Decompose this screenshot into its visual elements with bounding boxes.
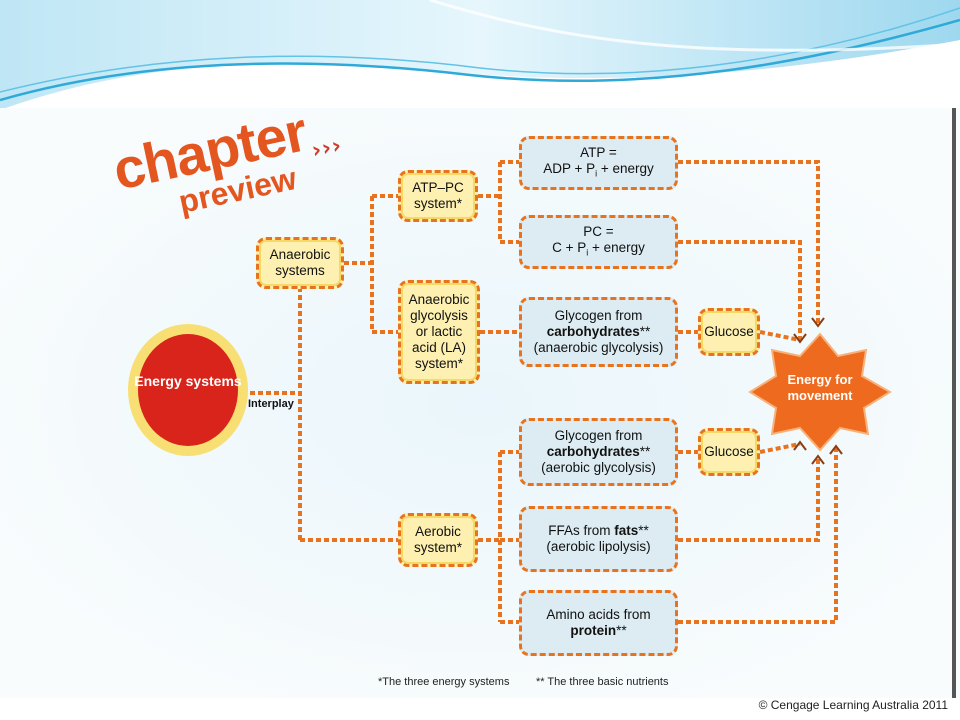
lactic-acid-system-box: Anaerobic glycolysis or lactic acid (LA)…: [398, 280, 480, 384]
glycogen-aerobic-box: Glycogen from carbohydrates** (aerobic g…: [519, 418, 678, 486]
amino-line-2: protein**: [570, 623, 627, 638]
atp-equation-box: ATP = ADP + Pi + energy: [519, 136, 678, 190]
aerobic-system-box: Aerobic system*: [398, 513, 478, 567]
energy-systems-node: [128, 324, 248, 456]
pc-eq-line-2: C + Pi + energy: [552, 239, 645, 258]
amino-line-1: Amino acids from: [546, 607, 651, 622]
atp-pc-system-label: ATP–PC system*: [412, 180, 464, 211]
glycogen-an-line-1: Glycogen from: [554, 308, 643, 323]
glycogen-an-line-2: carbohydrates**: [546, 324, 651, 339]
pc-eq-line-1: PC =: [583, 223, 614, 239]
energy-for-movement-star: [748, 332, 892, 452]
aerobic-system-label: Aerobic system*: [413, 524, 462, 555]
interplay-label: Interplay: [248, 398, 294, 410]
atp-eq-line-1: ATP =: [580, 144, 617, 160]
energy-for-movement-label: Energy for movement: [787, 372, 853, 403]
glucose-label-1: Glucose: [704, 324, 754, 339]
glucose-label-2: Glucose: [704, 444, 754, 459]
lactic-line-5: system*: [414, 356, 463, 371]
energy-systems-label: Energy systems: [134, 373, 242, 389]
pc-equation-box: PC = C + Pi + energy: [519, 215, 678, 269]
glycogen-ae-line-3: (aerobic glycolysis): [541, 460, 656, 475]
connector-lines: [242, 160, 838, 624]
glycogen-ae-line-1: Glycogen from: [554, 428, 643, 443]
page-edge: [952, 108, 956, 698]
lactic-line-2: glycolysis: [410, 308, 468, 323]
ffa-box: FFAs from fats** (aerobic lipolysis): [519, 506, 678, 572]
anaerobic-systems-label: Anaerobic systems: [269, 247, 331, 278]
lactic-line-1: Anaerobic: [408, 292, 470, 307]
copyright-notice: © Cengage Learning Australia 2011: [758, 698, 948, 712]
ffa-line-2: (aerobic lipolysis): [546, 539, 651, 554]
footnote-nutrients: ** The three basic nutrients: [536, 676, 669, 688]
footnote-systems: *The three energy systems: [378, 676, 510, 688]
top-banner: [0, 0, 960, 110]
atp-eq-line-2: ADP + Pi + energy: [543, 160, 654, 179]
connector-arrows: [793, 317, 843, 465]
glycogen-anaerobic-box: Glycogen from carbohydrates** (anaerobic…: [519, 297, 678, 367]
glycogen-ae-line-2: carbohydrates**: [546, 444, 651, 459]
glycogen-an-line-3: (anaerobic glycolysis): [533, 340, 664, 355]
atp-pc-system-box: ATP–PC system*: [398, 170, 478, 222]
glucose-box-1: Glucose: [698, 308, 760, 356]
anaerobic-systems-box: Anaerobic systems: [256, 237, 344, 289]
ffa-line-1: FFAs from fats**: [548, 523, 649, 538]
lactic-line-3: or lactic: [415, 324, 463, 339]
glucose-box-2: Glucose: [698, 428, 760, 476]
lactic-line-4: acid (LA): [411, 340, 467, 355]
amino-acids-box: Amino acids from protein**: [519, 590, 678, 656]
